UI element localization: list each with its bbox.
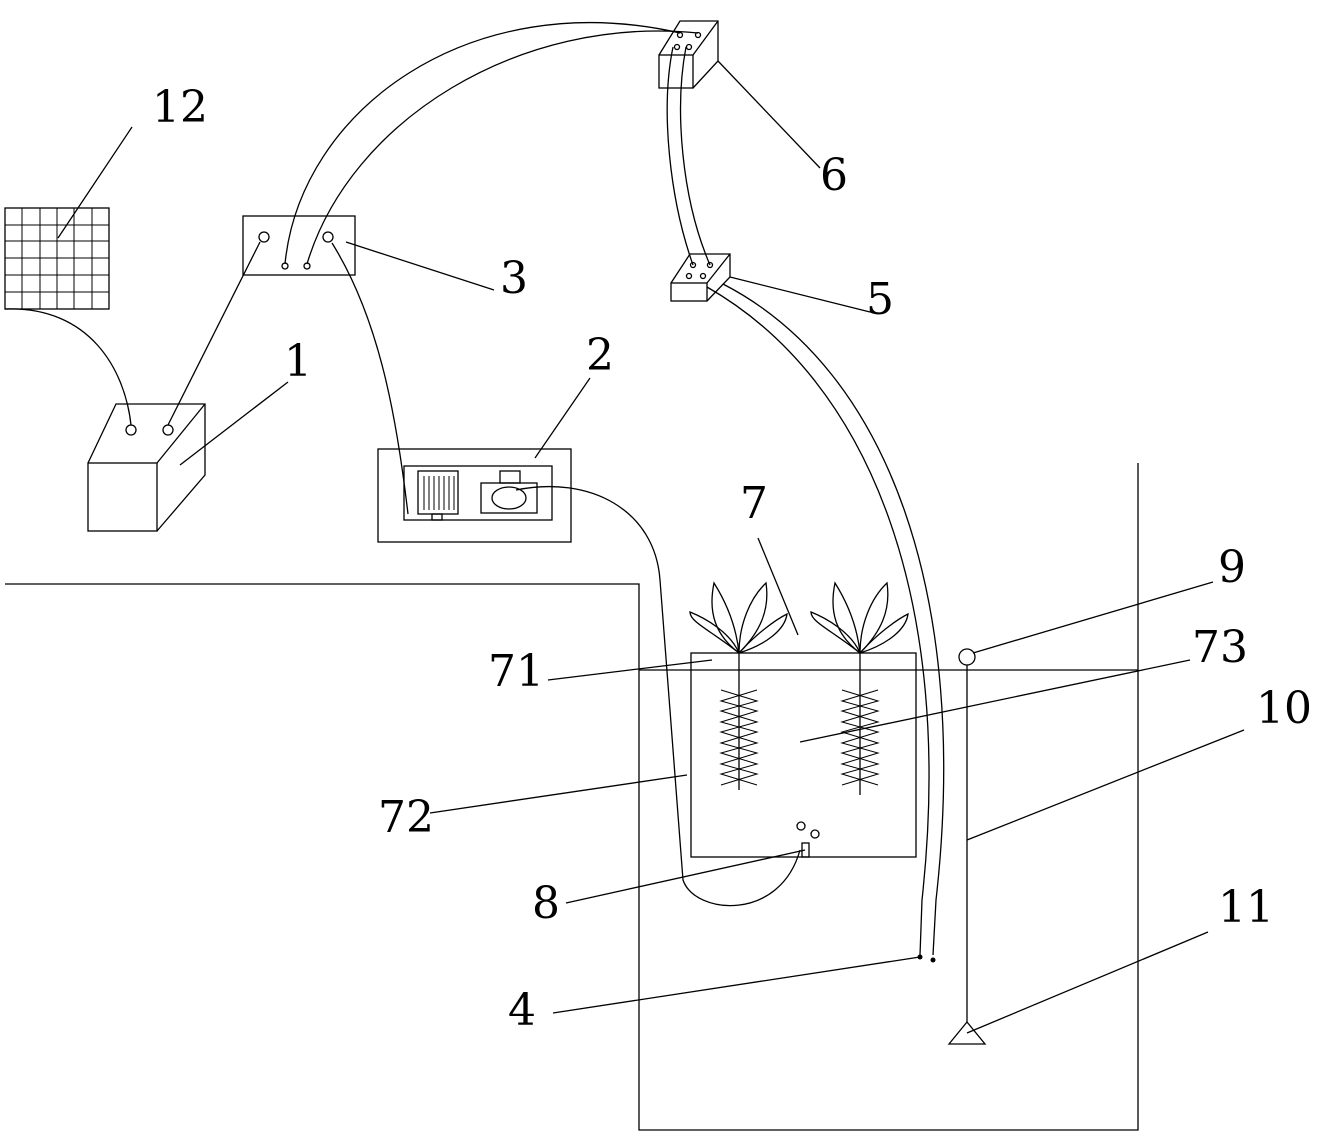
controller-box <box>242 215 356 276</box>
label-2: 2 <box>586 330 614 381</box>
anchor <box>947 1020 987 1045</box>
label-6: 6 <box>820 150 848 201</box>
label-8: 8 <box>532 878 560 929</box>
label-7: 7 <box>740 478 768 529</box>
label-5: 5 <box>866 274 894 325</box>
label-3: 3 <box>500 253 528 304</box>
plant-right <box>810 581 909 795</box>
air-hose <box>515 485 801 907</box>
float-assembly <box>947 648 987 1045</box>
plant-left <box>689 581 788 790</box>
leader-lines <box>57 60 1245 1034</box>
solar-panel <box>4 207 110 310</box>
probe-cable <box>706 283 945 956</box>
planting-unit <box>689 581 917 858</box>
label-4: 4 <box>508 985 536 1036</box>
pond <box>5 463 1139 1131</box>
label-12: 12 <box>152 82 208 133</box>
label-10: 10 <box>1256 683 1312 734</box>
battery <box>87 403 206 532</box>
wires <box>4 22 711 515</box>
aerator-housing <box>377 448 572 543</box>
float <box>958 648 976 666</box>
label-72: 72 <box>378 792 434 843</box>
probe <box>917 954 936 963</box>
reference-labels: 12 1 2 3 6 5 7 9 73 71 10 72 8 11 4 <box>152 82 1312 1036</box>
label-73: 73 <box>1192 622 1248 673</box>
label-11: 11 <box>1218 882 1274 933</box>
box-5 <box>670 253 731 302</box>
label-71: 71 <box>488 646 544 697</box>
label-9: 9 <box>1218 542 1246 593</box>
air-stone <box>796 821 820 858</box>
box-6 <box>658 20 719 89</box>
planting-frame <box>690 652 917 858</box>
label-1: 1 <box>284 336 312 387</box>
